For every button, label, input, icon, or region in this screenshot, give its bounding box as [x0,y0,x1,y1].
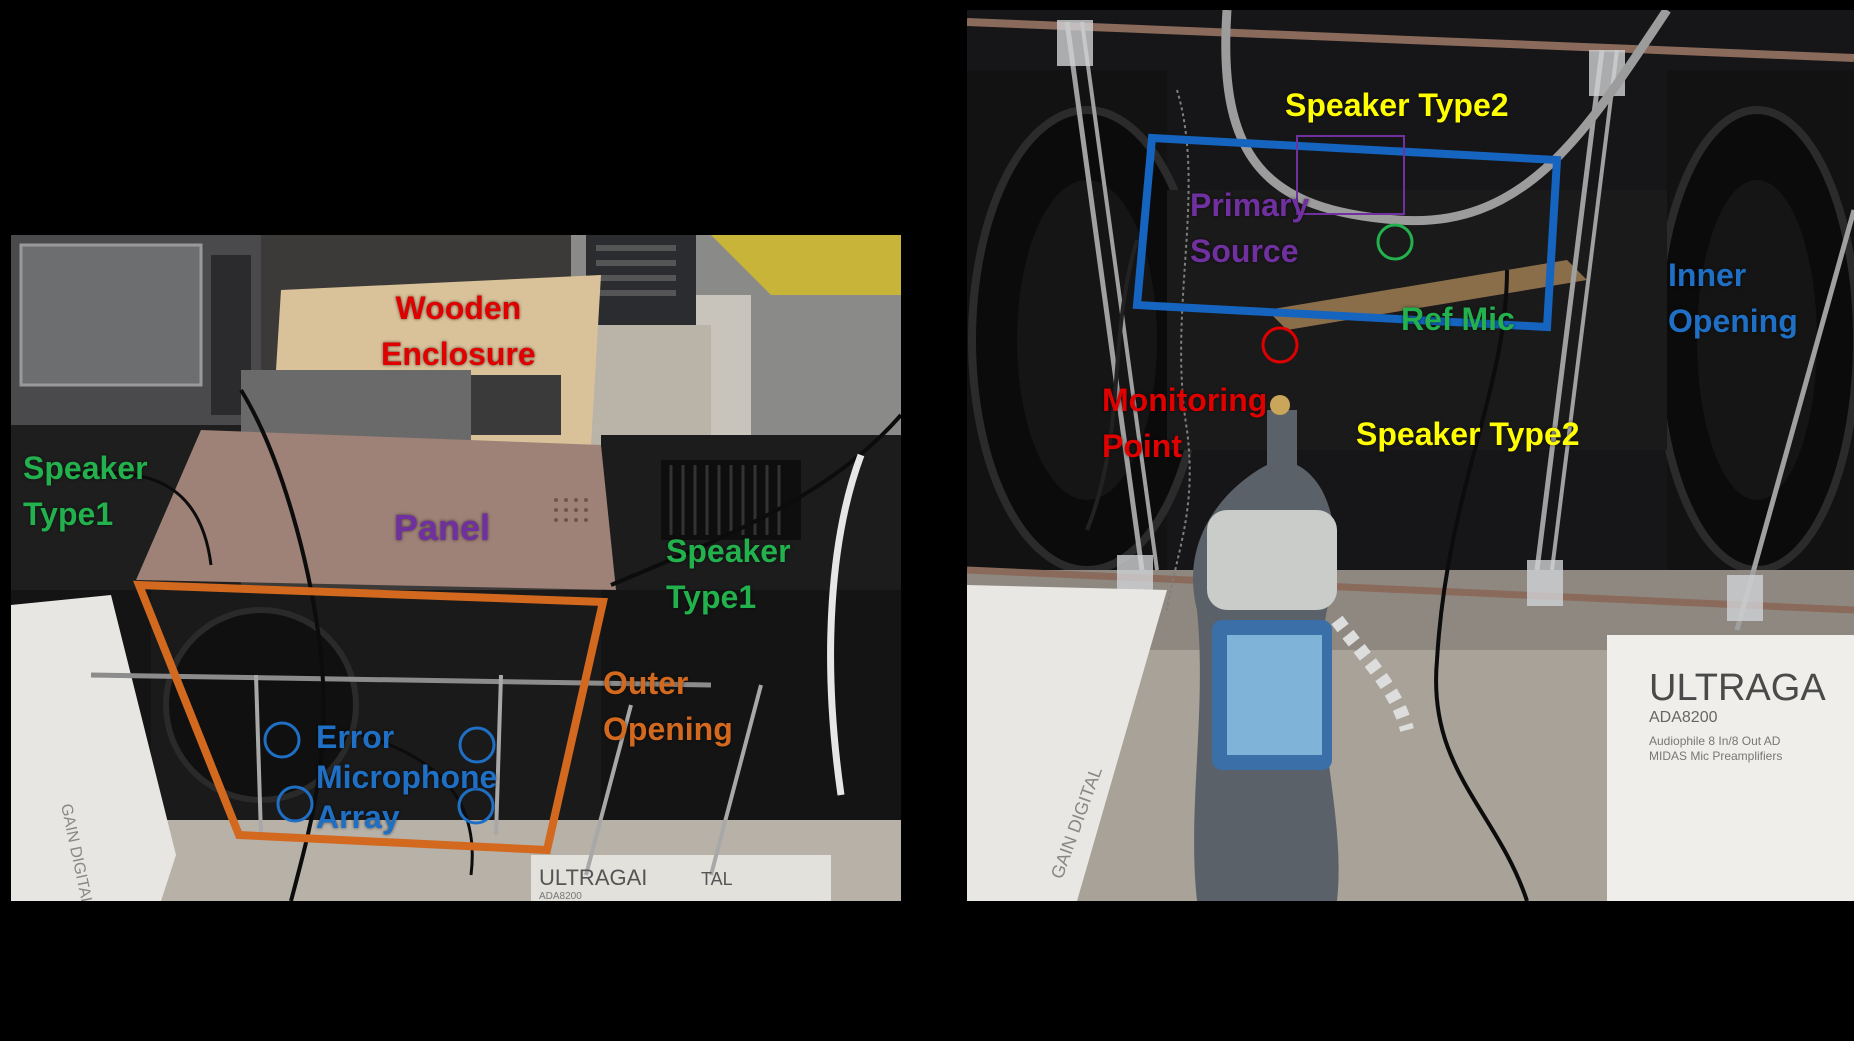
right-box-brand: ULTRAGA [1649,667,1826,709]
outer-opening-outline [133,580,608,855]
left-box-text: ULTRAGAI [539,865,647,890]
wooden-enclosure-label: Wooden Enclosure [381,290,536,372]
right-box-desc: Audiophile 8 In/8 Out AD [1649,734,1781,748]
speaker-type1-left-label: Speaker Type1 [23,450,148,532]
ref-mic-label: Ref Mic [1401,301,1515,337]
error-mic-circle [263,721,301,759]
error-mic-array-label: Error Microphone Array [316,719,498,835]
right-box-desc2: MIDAS Mic Preamplifiers [1649,749,1782,763]
error-mic-circle [457,787,495,825]
speaker-type2-top-label: Speaker Type2 [1285,87,1509,123]
speaker-type1-right-label: Speaker Type1 [666,533,791,615]
inner-opening-label: Inner Opening [1668,257,1798,339]
left-box-model: ADA8200 [539,891,582,901]
monitoring-point-label: Monitoring Point [1102,382,1268,464]
primary-source-outline [1296,135,1405,215]
error-mic-circle [458,726,496,764]
left-box-text2: TAL [701,869,733,889]
outer-opening-label: Outer Opening [603,665,733,747]
left-photo-scene: ULTRAGAI TAL ADA8200 GAIN DIGITAL [11,235,901,901]
monitoring-point-circle [1261,326,1299,364]
right-photo: ULTRAGA ADA8200 Audiophile 8 In/8 Out AD… [967,10,1854,901]
error-mic-circle [276,785,314,823]
speaker-type2-bottom-label: Speaker Type2 [1356,416,1580,452]
right-photo-scene: ULTRAGA ADA8200 Audiophile 8 In/8 Out AD… [967,10,1854,901]
inner-opening-outline [1132,133,1562,332]
right-box-model: ADA8200 [1649,709,1718,726]
ref-mic-circle [1376,223,1414,261]
left-photo: ULTRAGAI TAL ADA8200 GAIN DIGITAL Wooden… [11,235,901,901]
primary-source-label: Primary Source [1190,187,1310,269]
panel-label: Panel [394,507,491,548]
